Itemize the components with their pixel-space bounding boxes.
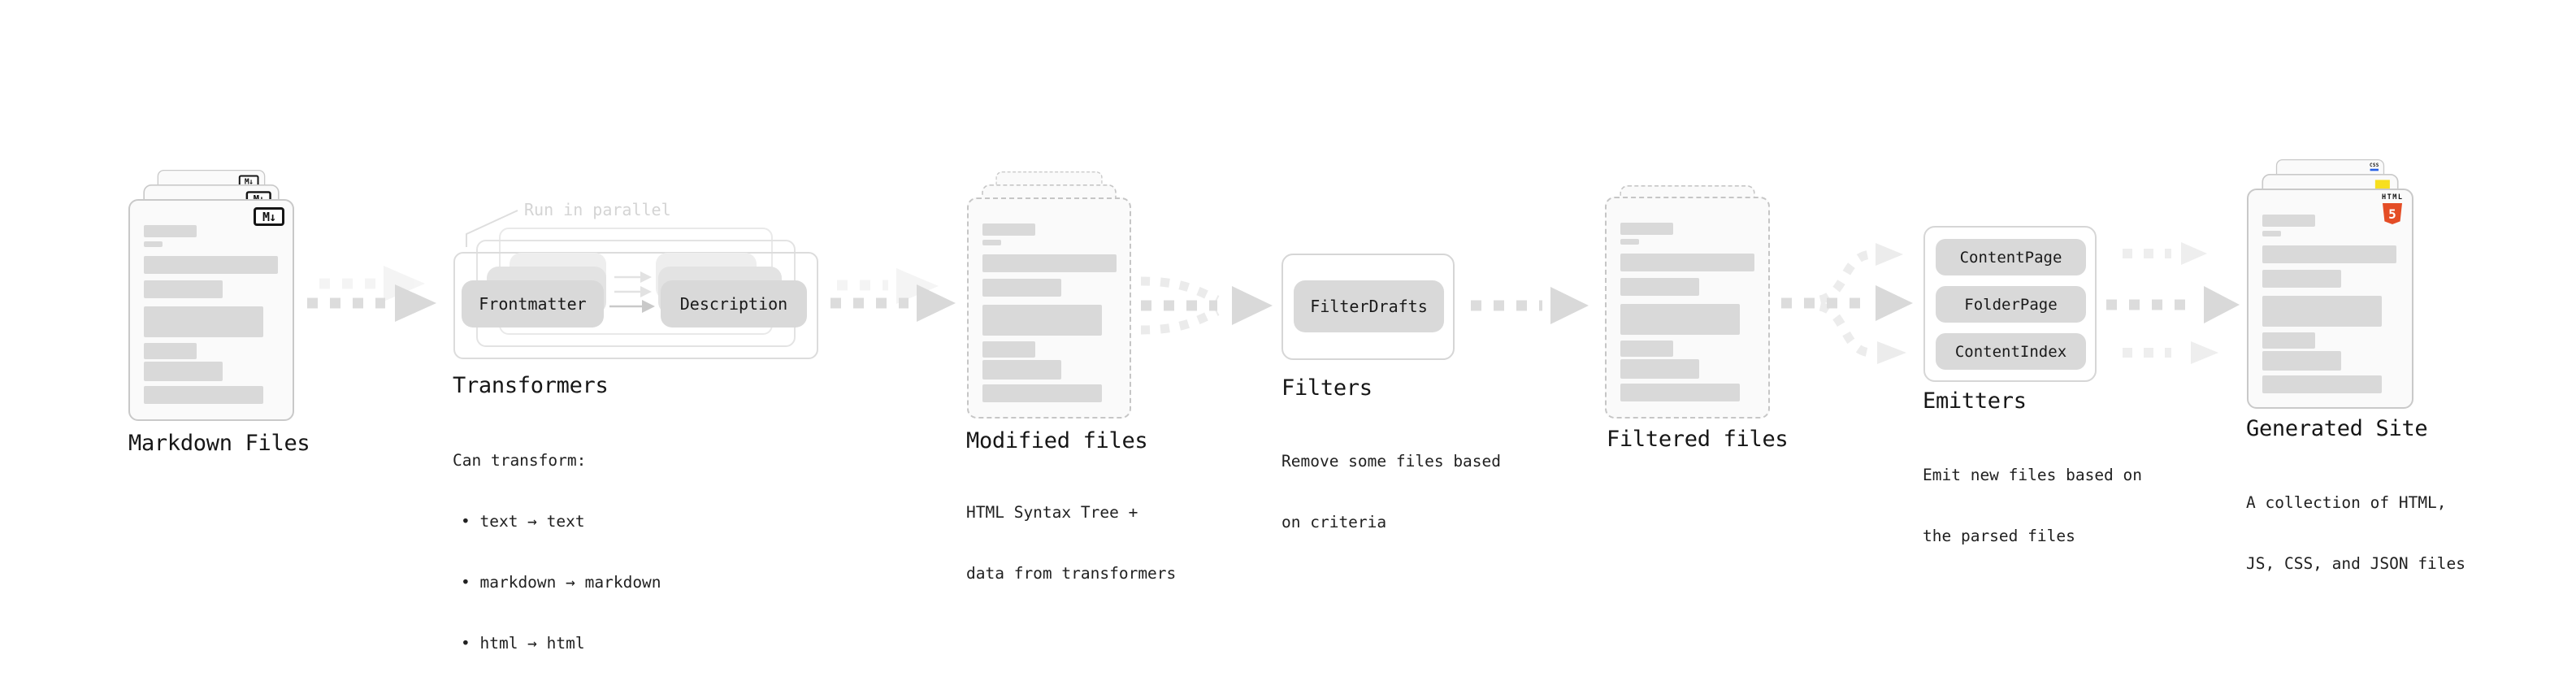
caption-bullet: • markdown → markdown <box>461 573 661 592</box>
modified-files-caption: HTML Syntax Tree + data from transformer… <box>966 462 1176 624</box>
generated-site-title: Generated Site <box>2246 416 2428 441</box>
placeholder-line <box>1620 254 1754 271</box>
arrow-transformers-to-modified <box>830 268 956 322</box>
emitters-panel: ContentPage FolderPage ContentIndex <box>1923 226 2097 382</box>
caption-line: on criteria <box>1281 513 1387 531</box>
emitters-title: Emitters <box>1923 388 2027 414</box>
filters-caption: Remove some files based on criteria <box>1281 410 1501 573</box>
filtered-files-title: Filtered files <box>1607 427 1789 452</box>
generated-site-caption: A collection of HTML, JS, CSS, and JSON … <box>2246 452 2465 614</box>
arrow-filtered-to-emitters <box>1781 243 1913 364</box>
caption-line: Remove some files based <box>1281 452 1502 471</box>
arrow-markdown-to-transformers <box>307 266 436 322</box>
markdown-files-title: Markdown Files <box>128 431 310 456</box>
arrows-emitters-to-generated <box>2106 242 2240 364</box>
filtered-doc-front <box>1605 197 1770 419</box>
modified-doc-front <box>967 197 1131 419</box>
placeholder-line <box>144 362 223 381</box>
placeholder-line <box>982 305 1102 336</box>
filterdrafts-pill: FilterDrafts <box>1294 280 1444 332</box>
placeholder-line <box>2262 231 2281 236</box>
placeholder-line <box>982 341 1035 358</box>
placeholder-line <box>1620 304 1740 335</box>
filters-title: Filters <box>1281 375 1373 401</box>
description-pill: Description <box>661 280 807 327</box>
transformers-title: Transformers <box>453 373 609 398</box>
generated-doc-front: HTML 5 <box>2247 189 2413 409</box>
placeholder-line <box>982 360 1061 380</box>
contentindex-pill: ContentIndex <box>1936 333 2086 370</box>
frontmatter-pill: Frontmatter <box>462 280 604 327</box>
caption-line: Can transform: <box>453 451 587 470</box>
placeholder-line <box>2262 270 2341 288</box>
caption-line: JS, CSS, and JSON files <box>2246 554 2466 573</box>
placeholder-line <box>2262 215 2315 227</box>
placeholder-line <box>144 256 278 274</box>
filters-panel: FilterDrafts <box>1281 254 1455 360</box>
emitters-caption: Emit new files based on the parsed files <box>1923 424 2142 587</box>
placeholder-line <box>144 306 263 337</box>
placeholder-line <box>2262 332 2315 349</box>
placeholder-line <box>2262 351 2341 371</box>
placeholder-line <box>982 384 1102 402</box>
placeholder-line <box>982 223 1035 236</box>
transformers-caption: Can transform: • text → text • markdown … <box>453 410 661 681</box>
caption-bullet: • text → text <box>461 512 585 531</box>
placeholder-line <box>1620 278 1699 296</box>
placeholder-line <box>2262 296 2382 327</box>
css-file-icon: CSS <box>2370 163 2379 171</box>
arrow-modified-to-filters <box>1140 276 1273 335</box>
placeholder-line <box>982 254 1117 272</box>
arrow-filters-to-filtered <box>1471 287 1589 324</box>
placeholder-line <box>1620 239 1639 245</box>
caption-line: Emit new files based on <box>1923 466 2143 484</box>
caption-line: data from transformers <box>966 564 1177 583</box>
modified-files-title: Modified files <box>966 428 1148 453</box>
caption-line: HTML Syntax Tree + <box>966 503 1138 522</box>
placeholder-line <box>1620 384 1740 401</box>
placeholder-line <box>144 343 197 359</box>
placeholder-line <box>144 225 197 237</box>
transformers-box-front <box>453 252 818 359</box>
placeholder-line <box>1620 223 1673 235</box>
folderpage-pill: FolderPage <box>1936 286 2086 323</box>
markdown-doc-front: M↓ <box>128 199 294 421</box>
markdown-icon: M↓ <box>254 207 284 226</box>
contentpage-pill: ContentPage <box>1936 239 2086 275</box>
run-in-parallel-note: Run in parallel <box>524 200 671 219</box>
placeholder-line <box>2262 245 2396 263</box>
caption-line: the parsed files <box>1923 527 2075 545</box>
placeholder-line <box>144 280 223 298</box>
placeholder-line <box>2262 375 2382 393</box>
placeholder-line <box>1620 340 1673 357</box>
html5-logo-icon: HTML 5 <box>2382 194 2403 224</box>
placeholder-line <box>982 240 1001 245</box>
placeholder-line <box>1620 359 1699 379</box>
caption-bullet: • html → html <box>461 634 585 653</box>
placeholder-line <box>144 241 163 247</box>
placeholder-line <box>982 279 1061 297</box>
caption-line: A collection of HTML, <box>2246 493 2447 512</box>
placeholder-line <box>144 386 263 404</box>
